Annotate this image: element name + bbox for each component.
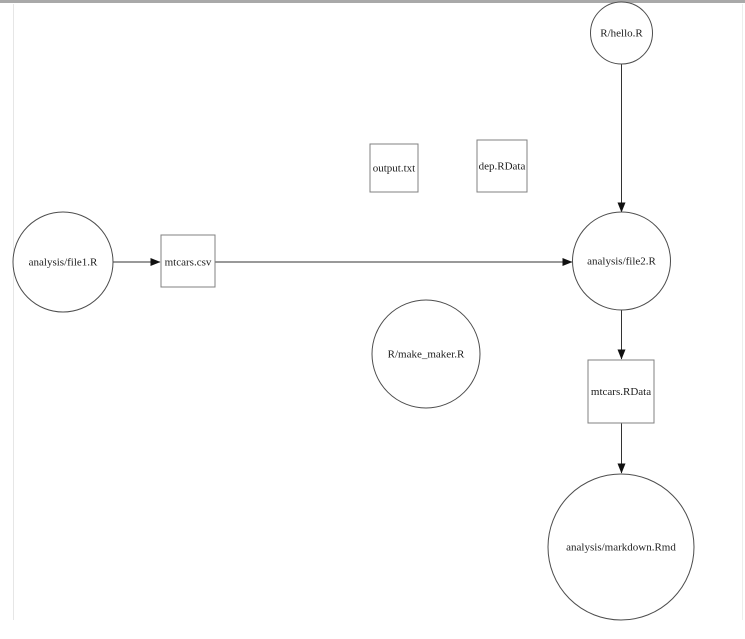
node-circle [547,473,695,621]
node-label: mtcars.RData [591,386,651,398]
node-label: R/make_maker.R [388,349,465,361]
node-circle [590,1,653,65]
node-label: R/hello.R [600,28,643,40]
node-label: output.txt [373,163,415,175]
node-square [160,234,216,288]
node-analysis-file2: analysis/file2.R [572,211,671,311]
node-circle [371,299,481,409]
node-mtcars-csv: mtcars.csv [160,234,216,288]
node-square [476,139,528,193]
node-r-hello: R/hello.R [590,1,653,65]
node-label: analysis/file1.R [29,257,98,269]
node-mtcars-rdata: mtcars.RData [587,359,655,424]
node-label: analysis/markdown.Rmd [566,542,676,554]
node-circle [12,211,114,313]
node-analysis-markdown: analysis/markdown.Rmd [547,473,695,621]
node-square [587,359,655,424]
node-output-txt: output.txt [369,143,419,193]
node-r-make-maker: R/make_maker.R [371,299,481,409]
node-dep-rdata: dep.RData [476,139,528,193]
right-edge-rule [742,4,743,620]
top-border-bar [0,0,745,3]
node-label: analysis/file2.R [587,256,656,268]
node-label: mtcars.csv [165,257,212,269]
left-edge-rule [13,4,14,620]
node-analysis-file1: analysis/file1.R [12,211,114,313]
node-square [369,143,419,193]
node-circle [572,211,671,311]
node-label: dep.RData [479,161,526,173]
